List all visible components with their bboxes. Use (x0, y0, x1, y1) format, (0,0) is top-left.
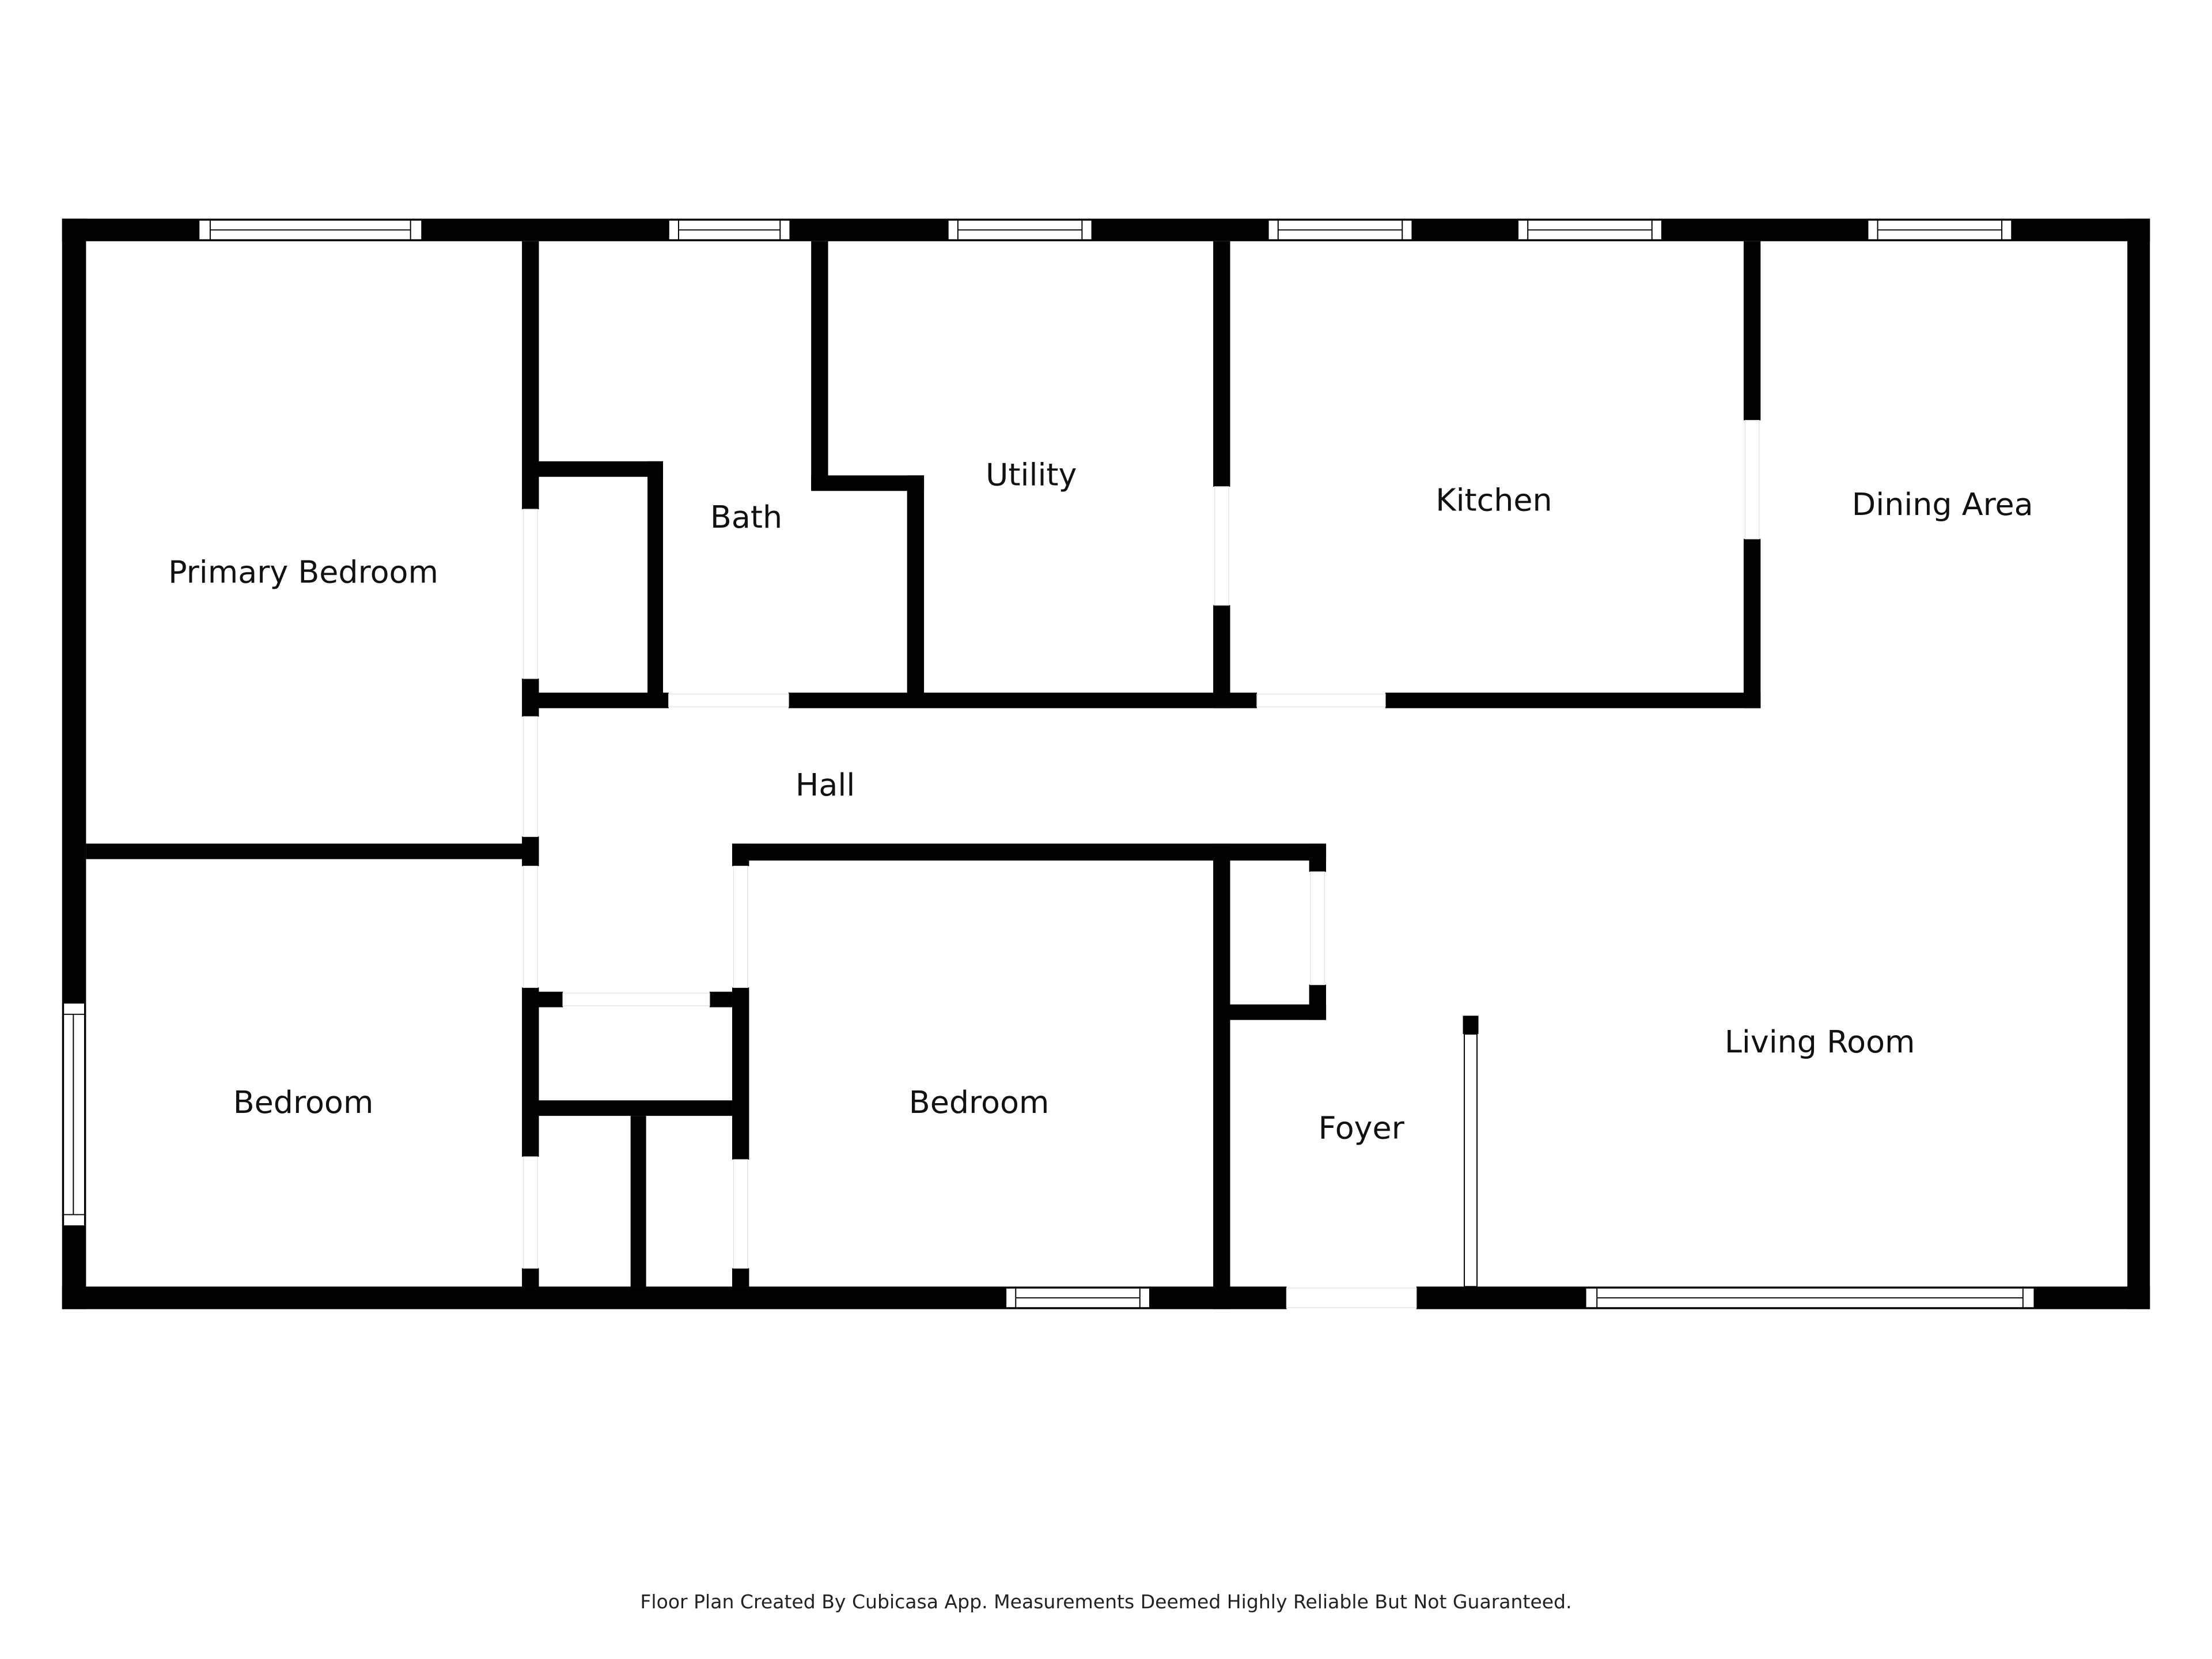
window-bath-top (668, 219, 791, 241)
exterior-walls (62, 218, 2150, 1309)
room-label-hall: Hall (796, 767, 855, 803)
room-label-kitchen: Kitchen (1435, 482, 1552, 518)
window-kitchen-top-2 (1517, 219, 1662, 241)
window-living-room-bottom (1585, 1287, 2035, 1309)
room-label-foyer: Foyer (1319, 1109, 1405, 1146)
room-label-bedroom-center: Bedroom (909, 1084, 1050, 1120)
window-bedroom-center-bottom (1005, 1287, 1150, 1309)
windows (63, 219, 2035, 1309)
room-label-primary-bedroom: Primary Bedroom (168, 554, 438, 590)
window-bedroom-west-left (63, 1002, 85, 1227)
window-primary-bedroom-top (198, 219, 423, 241)
room-label-utility: Utility (986, 456, 1077, 493)
door-openings (522, 420, 1760, 1308)
footer-disclaimer: Floor Plan Created By Cubicasa App. Meas… (640, 1590, 1571, 1613)
window-dining-top (1867, 219, 2013, 241)
window-kitchen-top-1 (1267, 219, 1413, 241)
room-label-dining-area: Dining Area (1852, 486, 2033, 522)
window-utility-top (947, 219, 1093, 241)
room-label-bedroom-west: Bedroom (233, 1084, 374, 1120)
interior-walls (86, 241, 1761, 1309)
room-label-bath: Bath (710, 499, 782, 535)
room-label-living-room: Living Room (1725, 1024, 1915, 1060)
room-labels: Primary Bedroom Bath Utility Kitchen Din… (168, 456, 2033, 1146)
